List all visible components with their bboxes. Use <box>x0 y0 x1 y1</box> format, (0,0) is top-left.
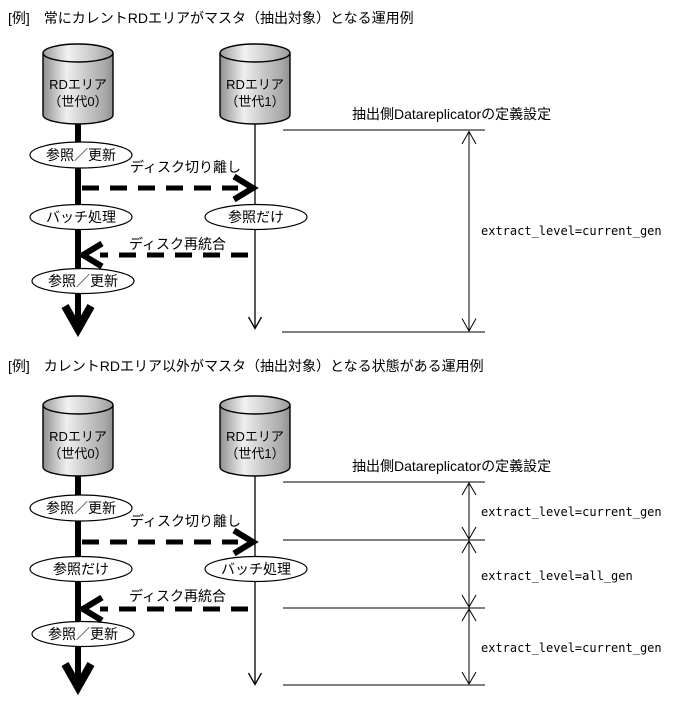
example1-rdarea-cylinder-gen0: RDエリア （世代0） <box>42 43 114 125</box>
example1-activity-ref-update-1: 参照／更新 <box>29 141 133 169</box>
example2-activity-ref-update-2: 参照／更新 <box>31 620 135 648</box>
cylinder-name-label: RDエリア <box>49 77 107 92</box>
example2-extract-level-label-2: extract_level=all_gen <box>481 569 633 583</box>
right-arrowhead-icon <box>232 527 259 557</box>
example1-activity-ref-only: 参照だけ <box>204 203 308 231</box>
example2-disk-detach-arrow <box>82 527 259 557</box>
activity-label: 参照／更新 <box>48 273 118 289</box>
example1-extract-level-label: extract_level=current_gen <box>481 224 662 238</box>
example1-disk-detach-label: ディスク切り離し <box>130 159 241 175</box>
example2-activity-ref-only: 参照だけ <box>29 555 133 583</box>
up-arrowhead-icon <box>461 130 477 145</box>
example2-span-arrow-3 <box>461 608 477 685</box>
example2-extract-level-label-1: extract_level=current_gen <box>481 505 662 519</box>
example2-activity-ref-update-1: 参照／更新 <box>29 494 133 522</box>
activity-label: 参照だけ <box>53 561 109 577</box>
database-cylinder-icon <box>42 405 114 477</box>
activity-label: 参照だけ <box>228 209 284 225</box>
example1-span-arrow <box>461 130 477 333</box>
cylinder-name-label: RDエリア <box>49 429 107 444</box>
thick-down-arrowhead-icon <box>61 304 95 338</box>
cylinder-generation-label: （世代0） <box>48 94 107 109</box>
down-arrowhead-icon <box>461 526 477 540</box>
example1-disk-detach-arrow <box>82 173 259 203</box>
down-arrowhead-icon <box>461 671 477 685</box>
example1-rdarea-cylinder-gen1: RDエリア （世代1） <box>219 43 291 125</box>
example2-activity-batch: バッチ処理 <box>204 555 308 583</box>
thin-down-arrowhead-icon <box>247 672 263 686</box>
example2-title: [例] カレントRDエリア以外がマスタ（抽出対象）となる状態がある運用例 <box>8 358 484 374</box>
database-cylinder-top-icon <box>42 395 114 415</box>
database-cylinder-icon <box>219 53 291 125</box>
database-cylinder-top-icon <box>219 395 291 415</box>
database-cylinder-top-icon <box>219 43 291 63</box>
cylinder-generation-label: （世代1） <box>225 94 284 109</box>
database-cylinder-top-icon <box>42 43 114 63</box>
example1-disk-reattach-label: ディスク再統合 <box>129 236 226 252</box>
example2-rdarea-cylinder-gen0: RDエリア （世代0） <box>42 395 114 477</box>
example1-definition-heading: 抽出側Datareplicatorの定義設定 <box>352 106 551 122</box>
left-arrowhead-icon <box>77 594 104 624</box>
cylinder-name-label: RDエリア <box>226 77 284 92</box>
cylinder-generation-label: （世代1） <box>225 446 284 461</box>
database-cylinder-icon <box>219 405 291 477</box>
down-arrowhead-icon <box>461 594 477 608</box>
database-cylinder-icon <box>42 53 114 125</box>
example2-span-arrow-2 <box>461 540 477 608</box>
example1-disk-reattach-arrow <box>77 240 248 270</box>
left-arrowhead-icon <box>77 240 104 270</box>
cylinder-name-label: RDエリア <box>226 429 284 444</box>
example2-disk-detach-label: ディスク切り離し <box>130 513 241 529</box>
example2-disk-reattach-label: ディスク再統合 <box>129 588 226 604</box>
example2-extract-level-label-3: extract_level=current_gen <box>481 641 662 655</box>
activity-label: 参照／更新 <box>46 147 116 163</box>
example2-span-arrow-1 <box>461 482 477 540</box>
up-arrowhead-icon <box>461 482 477 496</box>
example2-definition-heading: 抽出側Datareplicatorの定義設定 <box>352 458 551 474</box>
example2-disk-reattach-arrow <box>77 594 248 624</box>
up-arrowhead-icon <box>461 540 477 554</box>
activity-label: 参照／更新 <box>46 500 116 516</box>
up-arrowhead-icon <box>461 608 477 622</box>
example1-activity-ref-update-2: 参照／更新 <box>31 267 135 295</box>
activity-label: 参照／更新 <box>48 626 118 642</box>
activity-label: バッチ処理 <box>221 561 291 577</box>
down-arrowhead-icon <box>461 318 477 333</box>
right-arrowhead-icon <box>232 173 259 203</box>
activity-label: バッチ処理 <box>46 209 116 225</box>
cylinder-generation-label: （世代0） <box>48 446 107 461</box>
example1-title: [例] 常にカレントRDエリアがマスタ（抽出対象）となる運用例 <box>8 10 414 26</box>
example1-activity-batch: バッチ処理 <box>29 203 133 231</box>
thin-down-arrowhead-icon <box>247 316 263 330</box>
example2-rdarea-cylinder-gen1: RDエリア （世代1） <box>219 395 291 477</box>
thick-down-arrowhead-icon <box>61 662 95 696</box>
